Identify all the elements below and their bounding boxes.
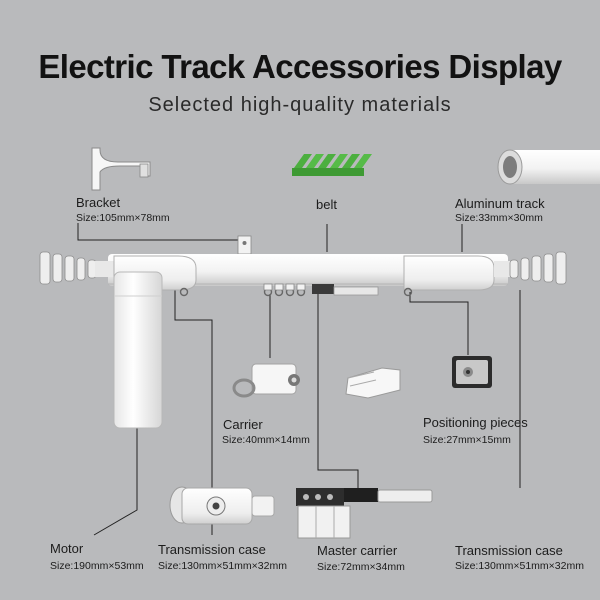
master-carrier-image xyxy=(296,488,433,539)
leader-motor xyxy=(93,425,138,536)
leader-master-carrier xyxy=(317,290,359,495)
carrier-size: Size:40mm×14mm xyxy=(222,434,310,446)
transmission-case-right-size: Size:130mm×51mm×32mm xyxy=(455,560,584,572)
transmission-case-left-label: Transmission case xyxy=(158,542,266,557)
master-carrier-label: Master carrier xyxy=(317,543,398,558)
aluminum-track-label: Aluminum track xyxy=(455,196,545,211)
positioning-pieces-label: Positioning pieces xyxy=(423,415,528,430)
positioning-pieces-size: Size:27mm×15mm xyxy=(423,434,511,446)
aluminum-track-size: Size:33mm×30mm xyxy=(455,212,543,224)
leader-lines xyxy=(77,223,521,536)
belt-image xyxy=(292,154,372,176)
leader-bracket xyxy=(77,223,245,241)
aluminum-track-image xyxy=(497,149,600,185)
leader-transmission-left xyxy=(174,290,213,535)
positioning-pieces-image xyxy=(345,367,401,399)
page-subtitle: Selected high-quality materials xyxy=(148,94,452,116)
positioning-clip-image xyxy=(452,356,492,388)
leader-positioning xyxy=(409,292,469,355)
bracket-size: Size:105mm×78mm xyxy=(76,212,170,224)
transmission-case-left-size: Size:130mm×51mm×32mm xyxy=(158,560,287,572)
belt-label: belt xyxy=(316,197,337,212)
motor-size: Size:190mm×53mm xyxy=(50,560,144,572)
bracket-label: Bracket xyxy=(76,195,121,210)
track-assembly-image xyxy=(39,235,567,429)
carrier-image xyxy=(232,363,300,398)
transmission-case-image xyxy=(169,486,275,525)
motor-label: Motor xyxy=(50,541,84,556)
master-carrier-size: Size:72mm×34mm xyxy=(317,561,405,573)
page-title: Electric Track Accessories Display xyxy=(38,48,562,85)
bracket-image xyxy=(91,147,151,191)
carrier-label: Carrier xyxy=(223,417,263,432)
transmission-case-right-label: Transmission case xyxy=(455,543,563,558)
